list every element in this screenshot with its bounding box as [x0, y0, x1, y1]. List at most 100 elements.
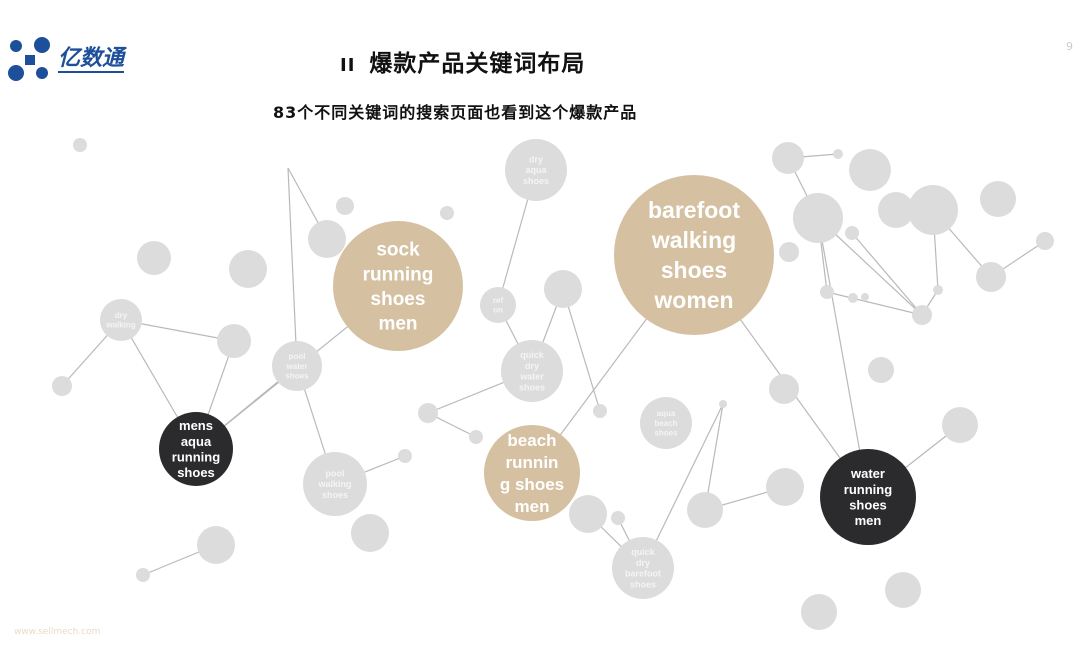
- node-circle: [593, 404, 607, 418]
- node-circle: [612, 537, 674, 599]
- keyword-node: [217, 324, 251, 358]
- logo-text: 亿数通: [58, 46, 125, 73]
- keyword-node: [336, 197, 354, 215]
- node-circle: [912, 305, 932, 325]
- keyword-node: [861, 293, 869, 301]
- keyword-node: [229, 250, 267, 288]
- keyword-node: [719, 400, 727, 408]
- node-circle: [544, 270, 582, 308]
- node-circle: [779, 242, 799, 262]
- node-circle: [336, 197, 354, 215]
- node-circle: [569, 495, 607, 533]
- node-circle: [878, 192, 914, 228]
- keyword-node: [766, 468, 804, 506]
- keyword-node: [593, 404, 607, 418]
- node-circle: [908, 185, 958, 235]
- node-circle: [640, 397, 692, 449]
- keyword-node: [418, 403, 438, 423]
- page-subtitle: 83个不同关键词的搜索页面也看到这个爆款产品: [273, 103, 638, 122]
- node-circle: [845, 226, 859, 240]
- keyword-node: [976, 262, 1006, 292]
- keyword-node: [779, 242, 799, 262]
- node-circle: [885, 572, 921, 608]
- keyword-node: [772, 142, 804, 174]
- keyword-node: [848, 293, 858, 303]
- node-circle: [229, 250, 267, 288]
- page-title: II 爆款产品关键词布局: [340, 44, 585, 78]
- node-circle: [611, 511, 625, 525]
- keyword-node: [878, 192, 914, 228]
- node-circle: [440, 206, 454, 220]
- node-circle: [197, 526, 235, 564]
- node-circle: [100, 299, 142, 341]
- node-circle: [942, 407, 978, 443]
- edge: [851, 232, 923, 316]
- keyword-node: [308, 220, 346, 258]
- keyword-node: [544, 270, 582, 308]
- section-number: II: [340, 55, 356, 76]
- edge: [562, 288, 601, 412]
- node-circle: [769, 374, 799, 404]
- keyword-node: [942, 407, 978, 443]
- keyword-node: [52, 376, 72, 396]
- keyword-node: [398, 449, 412, 463]
- node-circle: [137, 241, 171, 275]
- node-circle: [833, 149, 843, 159]
- keyword-node: [197, 526, 235, 564]
- title-text: 爆款产品关键词布局: [369, 51, 586, 77]
- node-circle: [687, 492, 723, 528]
- node-circle: [398, 449, 412, 463]
- node-circle: [793, 193, 843, 243]
- keyword-node: [933, 285, 943, 295]
- keyword-node: [769, 374, 799, 404]
- keyword-node: [908, 185, 958, 235]
- keyword-node: [820, 285, 834, 299]
- keyword-node: [801, 594, 837, 630]
- node-circle: [52, 376, 72, 396]
- node-circle: [976, 262, 1006, 292]
- node-circle: [868, 357, 894, 383]
- node-circle: [272, 341, 322, 391]
- node-circle: [351, 514, 389, 552]
- page-number: 9: [1066, 40, 1073, 53]
- node-circle: [849, 149, 891, 191]
- edge: [826, 291, 923, 316]
- node-circle: [333, 221, 463, 351]
- node-circle: [484, 425, 580, 521]
- node-circle: [505, 139, 567, 201]
- keyword-node: [440, 206, 454, 220]
- node-circle: [418, 403, 438, 423]
- keyword-node: [687, 492, 723, 528]
- logo-icon: [8, 37, 50, 81]
- node-circle: [1036, 232, 1054, 250]
- keyword-node: [793, 193, 843, 243]
- node-circle: [766, 468, 804, 506]
- node-circle: [820, 449, 916, 545]
- keyword-node: [73, 138, 87, 152]
- node-circle: [159, 412, 233, 486]
- node-circle: [614, 175, 774, 335]
- node-circle: [980, 181, 1016, 217]
- node-circle: [848, 293, 858, 303]
- keyword-node: [136, 568, 150, 582]
- node-circle: [820, 285, 834, 299]
- logo: 亿数通: [6, 36, 125, 84]
- keyword-node: [912, 305, 932, 325]
- node-circle: [308, 220, 346, 258]
